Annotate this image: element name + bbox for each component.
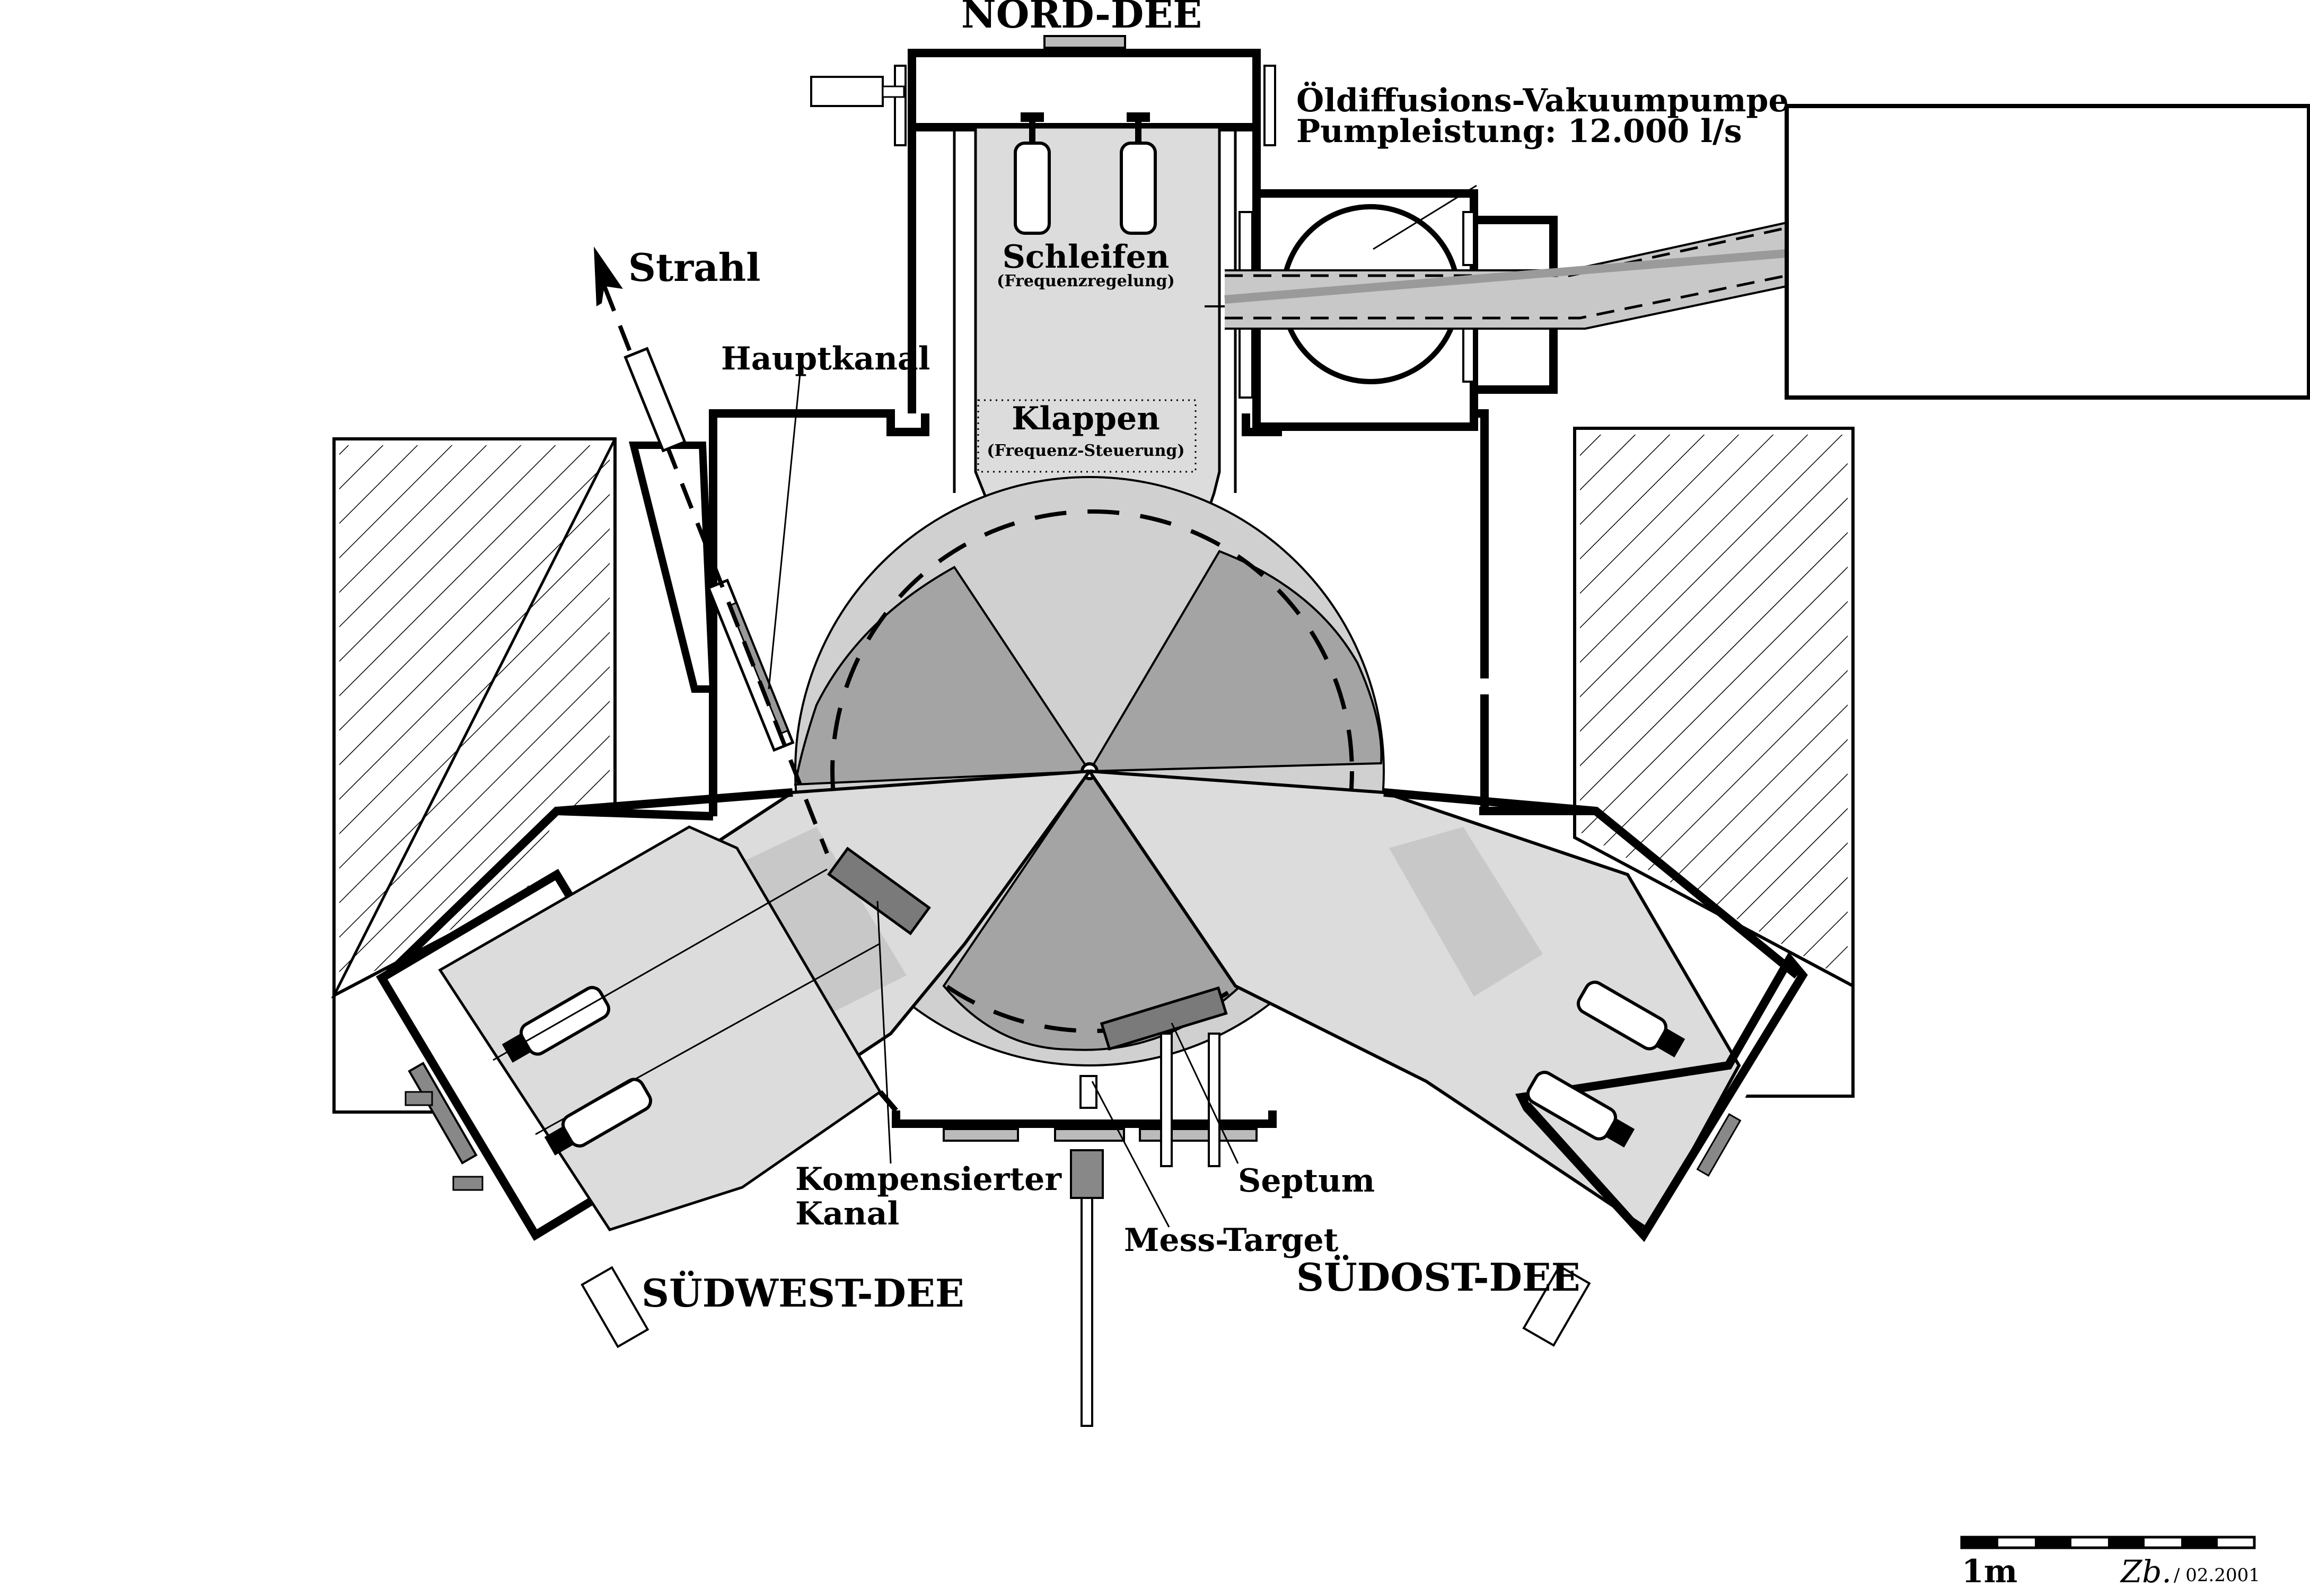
label-suedwest-dee: SÜDWEST-DEE: [642, 1270, 964, 1316]
label-klappen: Klappen: [1012, 400, 1160, 437]
scale-bar: [1960, 1536, 2256, 1549]
label-kompensierter-1: Kompensierter: [795, 1161, 1062, 1198]
label-strahl: Strahl: [628, 245, 761, 290]
label-pump-1: Öldiffusions-Vakuumpumpe: [1296, 82, 1789, 119]
vacuum-pump: [1205, 104, 2310, 431]
bottom-chamber: [892, 986, 1277, 1427]
date-label: / 02.2001: [2174, 1565, 2260, 1586]
suedost-dee: [1086, 769, 1808, 1347]
suedwest-dee: [376, 769, 1093, 1348]
label-nord-dee: NORD-DEE: [961, 0, 1202, 37]
label-mess-target: Mess-Target: [1124, 1222, 1339, 1259]
label-schleifen-sub: (Frequenzregelung): [997, 272, 1175, 290]
leader-lines: [768, 184, 1477, 1228]
label-suedost-dee: SÜDOST-DEE: [1296, 1254, 1580, 1300]
label-klappen-sub: (Frequenz-Steuerung): [987, 442, 1184, 460]
label-schleifen: Schleifen: [1003, 239, 1170, 276]
main-channel: [594, 246, 829, 854]
label-pump-2: Pumpleistung: 12.000 l/s: [1296, 113, 1742, 150]
label-kompensierter-2: Kanal: [795, 1195, 899, 1232]
label-hauptkanal: Hauptkanal: [721, 340, 930, 377]
magnet-yoke-right: [1573, 427, 1855, 1098]
signature: Zb.: [2120, 1554, 2172, 1590]
scale-label: 1m: [1962, 1553, 2017, 1590]
label-septum: Septum: [1238, 1162, 1375, 1200]
